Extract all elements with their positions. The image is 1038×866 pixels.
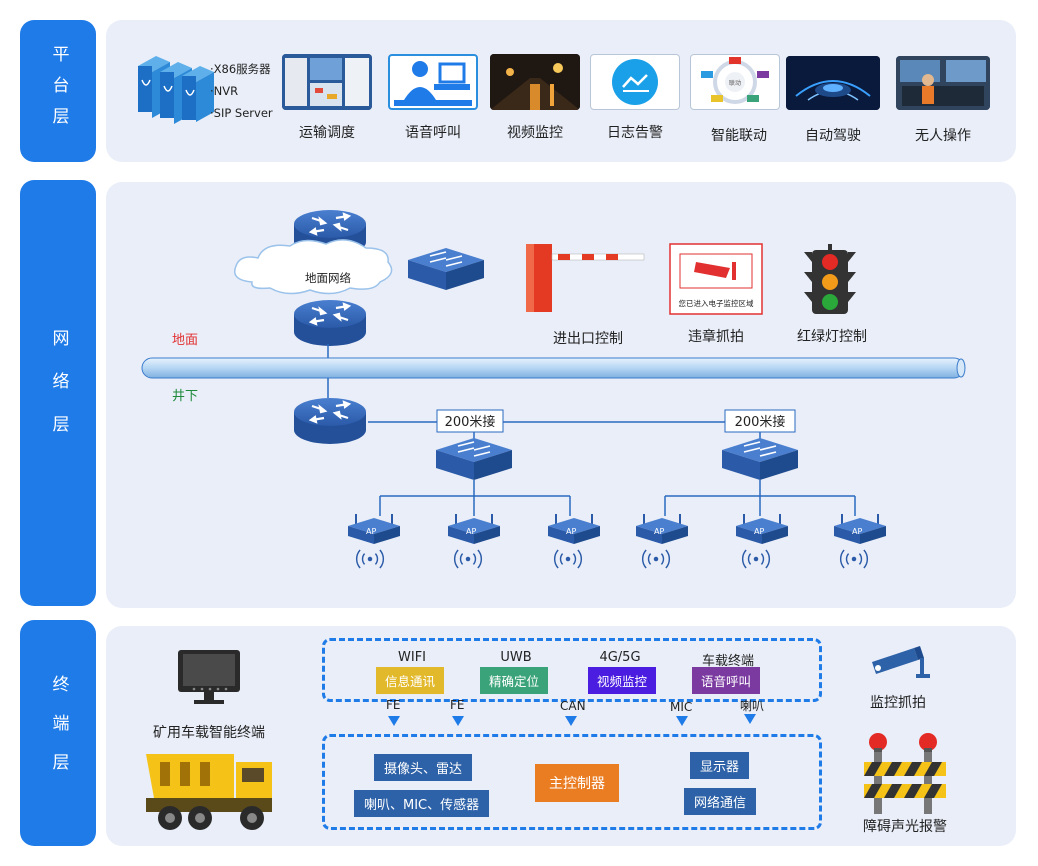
protocol-uwb-tag: 精确定位 xyxy=(480,667,549,694)
layer-tag-terminal: 终端层 xyxy=(20,620,96,846)
arrow-fe-2 xyxy=(452,716,464,726)
surface-label: 地面 xyxy=(172,333,198,348)
log-alarm-icon xyxy=(590,54,680,110)
cloud-label: 地面网络 xyxy=(305,271,351,285)
gate-label: 进出口控制 xyxy=(553,331,623,347)
barrier-alarm-icon xyxy=(864,733,946,814)
network-diagram: 地面网络 地面 井下 200米接 200米接 AP AP AP AP AP xyxy=(141,208,966,569)
port-fe-2: FE xyxy=(450,698,465,712)
underground-label: 井下 xyxy=(172,389,198,404)
protocol-uwb-name: UWB xyxy=(500,650,532,665)
device-camera-radar: 摄像头、雷达 xyxy=(374,754,473,781)
switch-tag-2: 200米接 xyxy=(735,414,786,430)
app-label-autodrive: 自动驾驶 xyxy=(805,128,861,144)
device-speaker-mic-sensor: 喇叭、MIC、传感器 xyxy=(354,790,490,817)
port-speaker: 喇叭 xyxy=(740,699,765,713)
ap-6-label: AP xyxy=(852,527,862,536)
switch-tag-1: 200米接 xyxy=(445,414,496,430)
layer-tag-terminal-text: 终端层 xyxy=(48,674,69,792)
dump-truck-icon xyxy=(146,754,272,830)
port-can: CAN xyxy=(560,699,586,713)
device-dashed-box xyxy=(322,734,822,830)
traffic-label: 红绿灯控制 xyxy=(797,329,867,345)
capture-sign-icon: 您已进入电子监控区域 xyxy=(669,243,763,315)
router-surface-icon xyxy=(292,298,368,348)
server-cluster-icon xyxy=(138,56,214,124)
app-label-linkage: 智能联动 xyxy=(711,128,767,144)
router-underground-icon xyxy=(292,396,368,446)
arrow-mic xyxy=(676,716,688,726)
unmanned-operation-icon xyxy=(896,56,990,110)
capture-sign-text: 您已进入电子监控区域 xyxy=(679,298,754,308)
ap-3: AP xyxy=(547,513,601,569)
ap-1: AP xyxy=(347,513,401,569)
ap-tree-1 xyxy=(379,480,571,516)
smart-linkage-icon: 联动 xyxy=(690,54,780,110)
capture-label: 违章抓拍 xyxy=(688,329,744,345)
protocol-wifi-name: WIFI xyxy=(398,650,426,665)
ap-3-label: AP xyxy=(566,527,576,536)
protocol-vehicle-tag: 语音呼叫 xyxy=(692,667,761,694)
video-monitor-icon xyxy=(490,54,580,110)
server-list: ·X86服务器 ·NVR ·SIP Server xyxy=(210,58,273,124)
server-line-sip: ·SIP Server xyxy=(210,106,273,120)
layer-tag-network-text: 网络层 xyxy=(48,328,69,458)
arrow-can xyxy=(565,716,577,726)
protocol-4g5g-tag: 视频监控 xyxy=(588,667,657,694)
monitor-label: 监控抓拍 xyxy=(870,695,926,711)
port-fe-1: FE xyxy=(386,698,401,712)
protocol-vehicle-name: 车载终端 xyxy=(701,654,754,669)
traffic-light-icon xyxy=(804,244,856,314)
ap-1-label: AP xyxy=(366,527,376,536)
backbone-pipe xyxy=(141,357,966,379)
app-label-video: 视频监控 xyxy=(507,125,563,141)
autonomous-driving-icon xyxy=(786,56,880,110)
underground-switch-1-icon xyxy=(435,437,513,481)
ap-5: AP xyxy=(735,513,789,569)
ap-4: AP xyxy=(635,513,689,569)
surveillance-camera-icon xyxy=(872,646,930,678)
device-network-comm: 网络通信 xyxy=(684,788,757,815)
main-controller: 主控制器 xyxy=(535,764,619,802)
dispatch-screen-icon xyxy=(282,54,372,110)
barrier-label: 障碍声光报警 xyxy=(863,819,947,835)
ap-4-label: AP xyxy=(654,527,664,536)
ap-6: AP xyxy=(833,513,887,569)
app-label-voice: 语音呼叫 xyxy=(405,125,461,141)
ap-5-label: AP xyxy=(754,527,764,536)
ap-2: AP xyxy=(447,513,501,569)
device-display: 显示器 xyxy=(690,752,750,779)
arrow-speaker xyxy=(744,714,756,724)
voice-call-icon xyxy=(388,54,478,110)
server-line-x86: ·X86服务器 xyxy=(210,62,271,76)
app-label-unmanned: 无人操作 xyxy=(915,128,971,144)
port-mic: MIC xyxy=(670,700,693,714)
vehicle-terminal-label: 矿用车载智能终端 xyxy=(153,725,265,741)
platform-panel: ·X86服务器 ·NVR ·SIP Server xyxy=(106,20,1016,162)
app-label-log: 日志告警 xyxy=(607,125,663,141)
arrow-fe-1 xyxy=(388,716,400,726)
ground-cloud-icon xyxy=(234,239,393,295)
app-label-dispatch: 运输调度 xyxy=(299,125,355,141)
linkage-center-text: 联动 xyxy=(729,79,741,87)
ap-2-label: AP xyxy=(466,527,476,536)
vehicle-monitor-icon xyxy=(178,650,240,704)
underground-switch-2-icon xyxy=(721,437,799,481)
server-line-nvr: ·NVR xyxy=(210,84,239,98)
ground-switch-icon xyxy=(407,247,485,291)
barrier-gate-icon xyxy=(526,244,645,312)
ap-tree-2 xyxy=(664,480,856,516)
protocol-4g5g-name: 4G/5G xyxy=(599,650,641,665)
protocol-dashed-box xyxy=(322,638,822,702)
layer-tag-platform: 平台层 xyxy=(20,20,96,162)
protocol-wifi-tag: 信息通讯 xyxy=(376,667,445,694)
layer-tag-platform-text: 平台层 xyxy=(48,44,69,138)
layer-tag-network: 网络层 xyxy=(20,180,96,606)
